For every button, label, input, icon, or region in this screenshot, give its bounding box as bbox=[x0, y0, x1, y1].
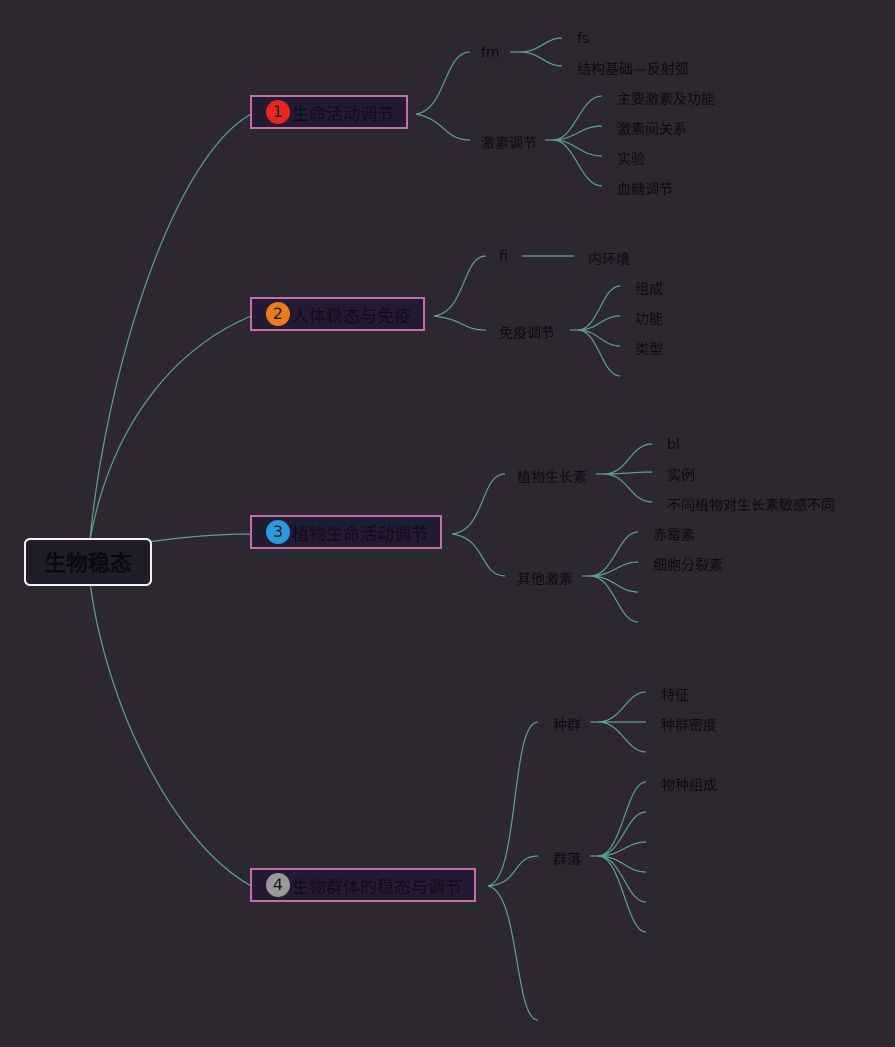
topic-label: 植物生命活动调节 bbox=[292, 524, 428, 545]
edge-t2-immune bbox=[433, 315, 487, 331]
edge-h-main bbox=[552, 95, 603, 141]
topic-node-1[interactable]: 1 生命活动调节 bbox=[250, 95, 408, 129]
edge-i-comp bbox=[577, 285, 621, 331]
topic-node-3[interactable]: 3 植物生命活动调节 bbox=[250, 515, 442, 549]
topic-label: 人体稳态与免疫 bbox=[292, 306, 411, 327]
edge-h-sugar bbox=[552, 139, 603, 187]
edge-root-topic-4 bbox=[89, 581, 252, 887]
subtopic-fm[interactable]: fm bbox=[481, 45, 500, 61]
edge-p-feat bbox=[597, 691, 647, 723]
edge-c-e4 bbox=[597, 855, 647, 903]
number-badge-icon: 1 bbox=[266, 100, 290, 124]
topic-node-2[interactable]: 2 人体稳态与免疫 bbox=[250, 297, 425, 331]
edge-o-empty1 bbox=[589, 575, 639, 593]
leaf-population-density[interactable]: 种群密度 bbox=[661, 718, 717, 734]
edge-c-species bbox=[597, 781, 647, 857]
leaf-types[interactable]: 类型 bbox=[635, 342, 663, 358]
edge-t2-fi bbox=[433, 255, 487, 317]
subtopic-hormone-regulation[interactable]: 激素调节 bbox=[481, 136, 537, 152]
leaf-internal-environment[interactable]: 内环境 bbox=[588, 252, 630, 268]
edge-fm-reflex bbox=[519, 51, 563, 67]
edge-c-e2 bbox=[597, 841, 647, 857]
edge-t4-empty bbox=[487, 885, 539, 1021]
topic-node-4[interactable]: 4 生物群体的稳态与调节 bbox=[250, 868, 476, 902]
subtopic-population[interactable]: 种群 bbox=[553, 718, 581, 734]
edge-h-rel bbox=[552, 125, 603, 141]
leaf-fs[interactable]: fs bbox=[577, 31, 590, 47]
number-badge-icon: 2 bbox=[266, 302, 290, 326]
edge-t3-auxin bbox=[451, 473, 506, 535]
edge-c-e5 bbox=[597, 855, 647, 933]
subtopic-immune-regulation[interactable]: 免疫调节 bbox=[499, 326, 555, 342]
leaf-hormone-relations[interactable]: 激素间关系 bbox=[617, 122, 687, 138]
subtopic-community[interactable]: 群落 bbox=[553, 852, 581, 868]
leaf-sensitivity[interactable]: 不同植物对生长素敏感不同 bbox=[667, 498, 835, 514]
topic-label: 生命活动调节 bbox=[292, 104, 394, 125]
leaf-function[interactable]: 功能 bbox=[635, 312, 663, 328]
edge-t1-hormone bbox=[415, 113, 471, 141]
leaf-blood-sugar[interactable]: 血糖调节 bbox=[617, 182, 673, 198]
leaf-gibberellin[interactable]: 赤霉素 bbox=[653, 528, 695, 544]
leaf-composition[interactable]: 组成 bbox=[635, 282, 663, 298]
edge-t4-comm bbox=[487, 855, 539, 887]
root-node[interactable]: 生物稳态 bbox=[24, 538, 152, 586]
edge-a-sens bbox=[603, 473, 653, 503]
edge-c-e1 bbox=[597, 811, 647, 857]
topic-label: 生物群体的稳态与调节 bbox=[292, 877, 462, 898]
leaf-example[interactable]: 实例 bbox=[667, 468, 695, 484]
edge-p-empty bbox=[597, 721, 647, 753]
edge-o-gib bbox=[589, 531, 639, 577]
leaf-bl[interactable]: bl bbox=[667, 437, 680, 453]
number-badge-icon: 4 bbox=[266, 873, 290, 897]
edge-o-empty2 bbox=[589, 575, 639, 623]
edge-t1-fm bbox=[415, 51, 471, 115]
edge-i-func bbox=[577, 315, 621, 331]
subtopic-other-hormones[interactable]: 其他激素 bbox=[517, 572, 573, 588]
leaf-features[interactable]: 特征 bbox=[661, 688, 689, 704]
edge-root-topic-2 bbox=[89, 315, 252, 541]
edge-a-bl bbox=[603, 443, 653, 475]
subtopic-auxin[interactable]: 植物生长素 bbox=[517, 470, 587, 486]
leaf-species-composition[interactable]: 物种组成 bbox=[661, 778, 717, 794]
leaf-reflex-arc[interactable]: 结构基础—反射弧 bbox=[577, 62, 689, 78]
leaf-cytokinin[interactable]: 细胞分裂素 bbox=[653, 558, 723, 574]
edge-i-empty bbox=[577, 329, 621, 377]
edge-o-cyt bbox=[589, 561, 639, 577]
leaf-experiment[interactable]: 实验 bbox=[617, 152, 645, 168]
edge-fm-fs bbox=[519, 37, 563, 53]
edge-t3-other bbox=[451, 533, 506, 577]
subtopic-fi[interactable]: fi bbox=[499, 249, 508, 265]
edge-t4-pop bbox=[487, 721, 539, 887]
number-badge-icon: 3 bbox=[266, 520, 290, 544]
edge-root-topic-3 bbox=[147, 533, 252, 543]
edge-root-topic-1 bbox=[89, 113, 252, 541]
leaf-main-hormones[interactable]: 主要激素及功能 bbox=[617, 92, 715, 108]
